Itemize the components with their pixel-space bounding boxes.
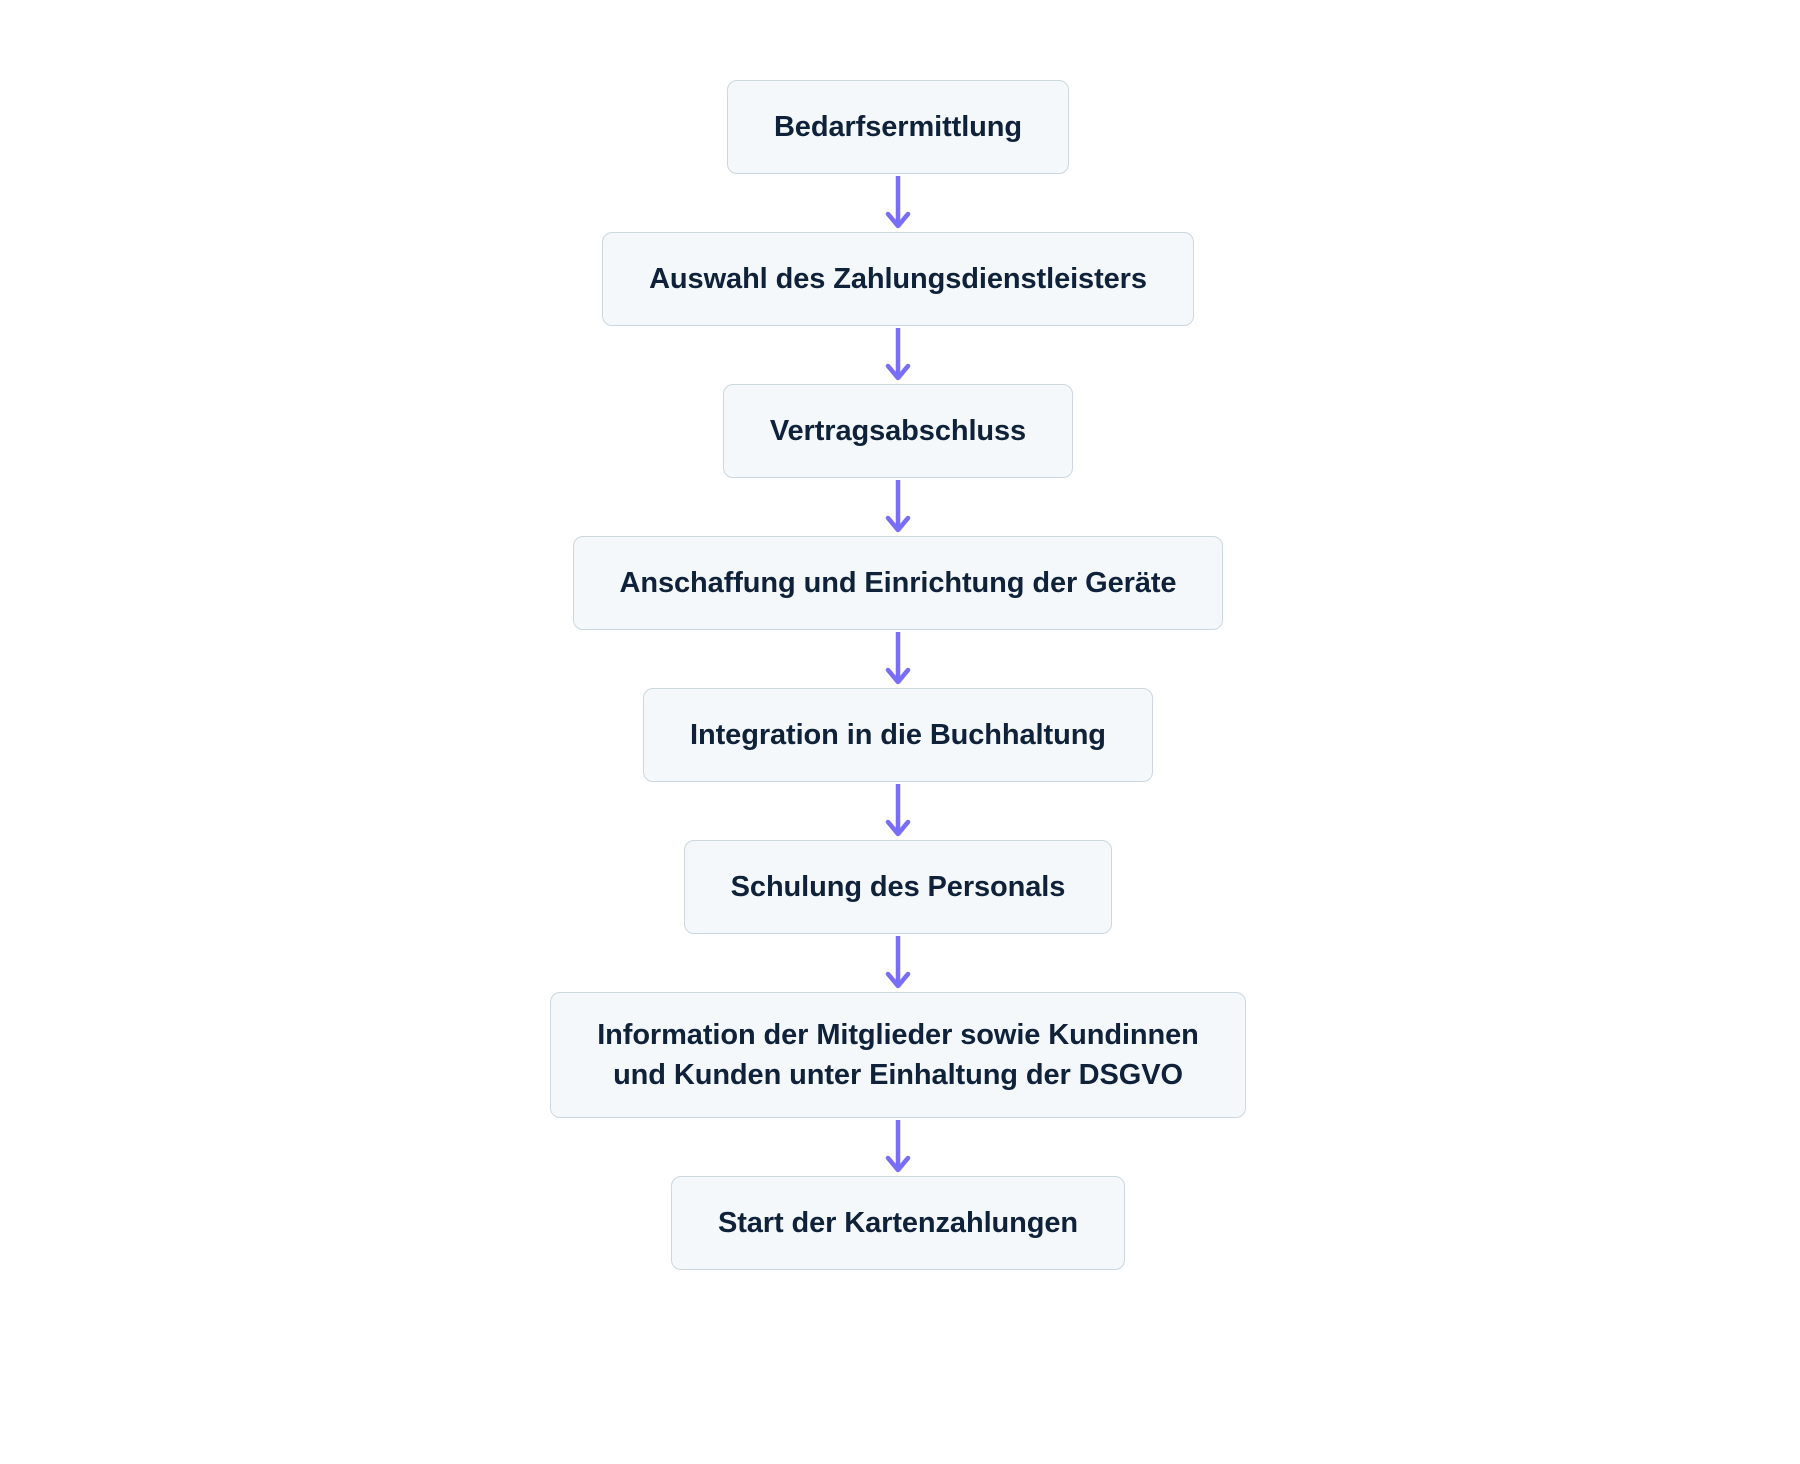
flow-node-information-mitglieder-dsgvo[interactable]: Information der Mitglieder sowie Kundinn… <box>550 992 1246 1119</box>
arrow-down-icon <box>881 782 915 840</box>
flow-node-bedarfsermittlung[interactable]: Bedarfsermittlung <box>726 80 1070 175</box>
arrow-down-icon <box>881 630 915 688</box>
arrow-down-icon <box>881 934 915 992</box>
arrow-down-icon <box>881 1118 915 1176</box>
flow-node-schulung-personals[interactable]: Schulung des Personals <box>683 840 1113 935</box>
flow-node-start-kartenzahlungen[interactable]: Start der Kartenzahlungen <box>670 1176 1126 1271</box>
arrow-down-icon <box>881 478 915 536</box>
arrow-down-icon <box>881 326 915 384</box>
flow-node-anschaffung-einrichtung-geraete[interactable]: Anschaffung und Einrichtung der Geräte <box>572 536 1224 631</box>
arrow-down-icon <box>881 174 915 232</box>
flow-node-vertragsabschluss[interactable]: Vertragsabschluss <box>722 384 1074 479</box>
flow-node-integration-buchhaltung[interactable]: Integration in die Buchhaltung <box>643 688 1153 783</box>
flow-node-auswahl-zahlungsdienstleister[interactable]: Auswahl des Zahlungsdienstleisters <box>602 232 1194 327</box>
flowchart-node-stack: Bedarfsermittlung Auswahl des Zahlungsdi… <box>550 80 1246 1271</box>
